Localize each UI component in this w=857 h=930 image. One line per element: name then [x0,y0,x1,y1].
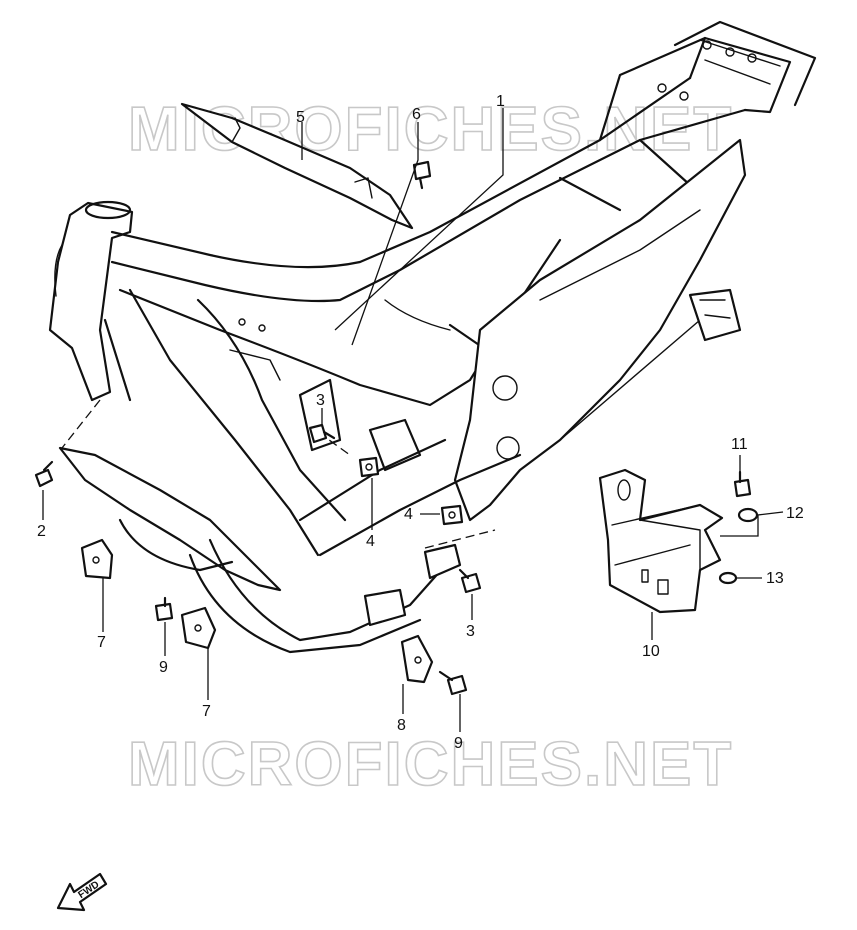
callout-7-left: 7 [97,634,106,651]
plate-8 [400,634,434,684]
bolt-3-lower [458,568,482,594]
leader-lines [42,108,784,732]
nut-4-upper [358,456,380,478]
callout-3-lower: 3 [466,623,475,640]
bolt-6 [412,160,432,190]
bolt-11 [733,470,752,498]
callout-3-upper: 3 [316,392,325,409]
callout-7-right: 7 [202,703,211,720]
fwd-arrow-icon: FWD [56,872,108,912]
callout-9-left: 9 [159,659,168,676]
callout-12: 12 [786,505,804,522]
callout-11: 11 [731,436,748,453]
assembly-line-2 [61,399,101,449]
bolt-3-upper [308,423,336,444]
callout-9-right: 9 [454,735,463,752]
upper-bracket-5 [180,102,414,230]
bracket-10 [598,468,724,614]
assembly-line-4 [424,529,496,549]
bolt-2 [34,460,54,488]
bolt-9-right [438,670,468,696]
plate-7-left [80,538,114,580]
collar-12 [737,507,759,523]
callout-4-upper: 4 [366,533,375,550]
washer-13 [718,571,738,585]
callout-10: 10 [642,643,660,660]
callout-8: 8 [397,717,406,734]
callout-13: 13 [766,570,784,587]
main-frame [48,20,817,557]
callout-2: 2 [37,523,46,540]
nut-4-lower [440,504,464,526]
watermark-bottom: MICROFICHES.NET [128,730,733,799]
callout-labels: 1 2 3 3 4 4 5 6 7 7 8 9 9 10 11 12 13 [37,93,804,752]
bolt-9-left [154,596,174,622]
callout-6: 6 [412,106,421,123]
plate-7-right [180,606,217,650]
callout-5: 5 [296,109,305,126]
callout-4-lower: 4 [404,506,413,523]
callout-1: 1 [496,93,505,110]
lower-cradle [58,446,462,654]
